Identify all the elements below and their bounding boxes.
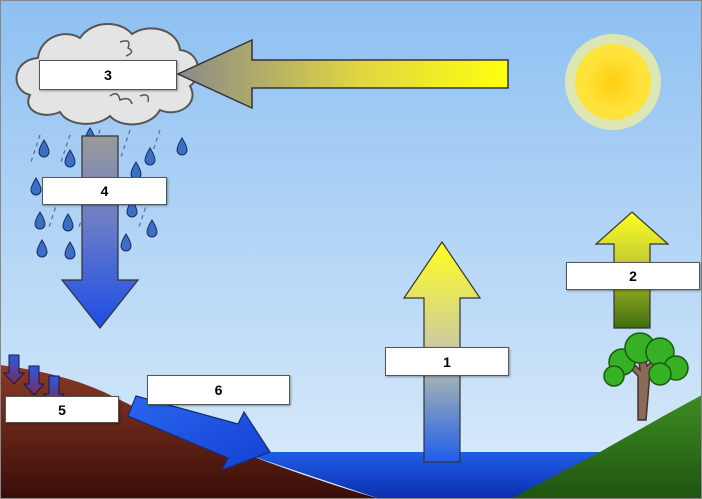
label-box-3[interactable]: 3	[39, 60, 177, 90]
tree-icon	[603, 332, 689, 421]
grass-hill	[510, 395, 702, 499]
label-box-1[interactable]: 1	[385, 347, 509, 376]
label-box-6[interactable]: 6	[147, 375, 290, 405]
sunlight-arrow	[176, 38, 509, 110]
lake	[240, 452, 600, 499]
label-box-2[interactable]: 2	[566, 262, 700, 290]
label-box-5[interactable]: 5	[5, 396, 119, 423]
precipitation-arrow	[60, 135, 140, 329]
label-box-4[interactable]: 4	[42, 177, 167, 205]
runoff-arrow	[127, 395, 271, 472]
sun-icon	[565, 34, 661, 130]
